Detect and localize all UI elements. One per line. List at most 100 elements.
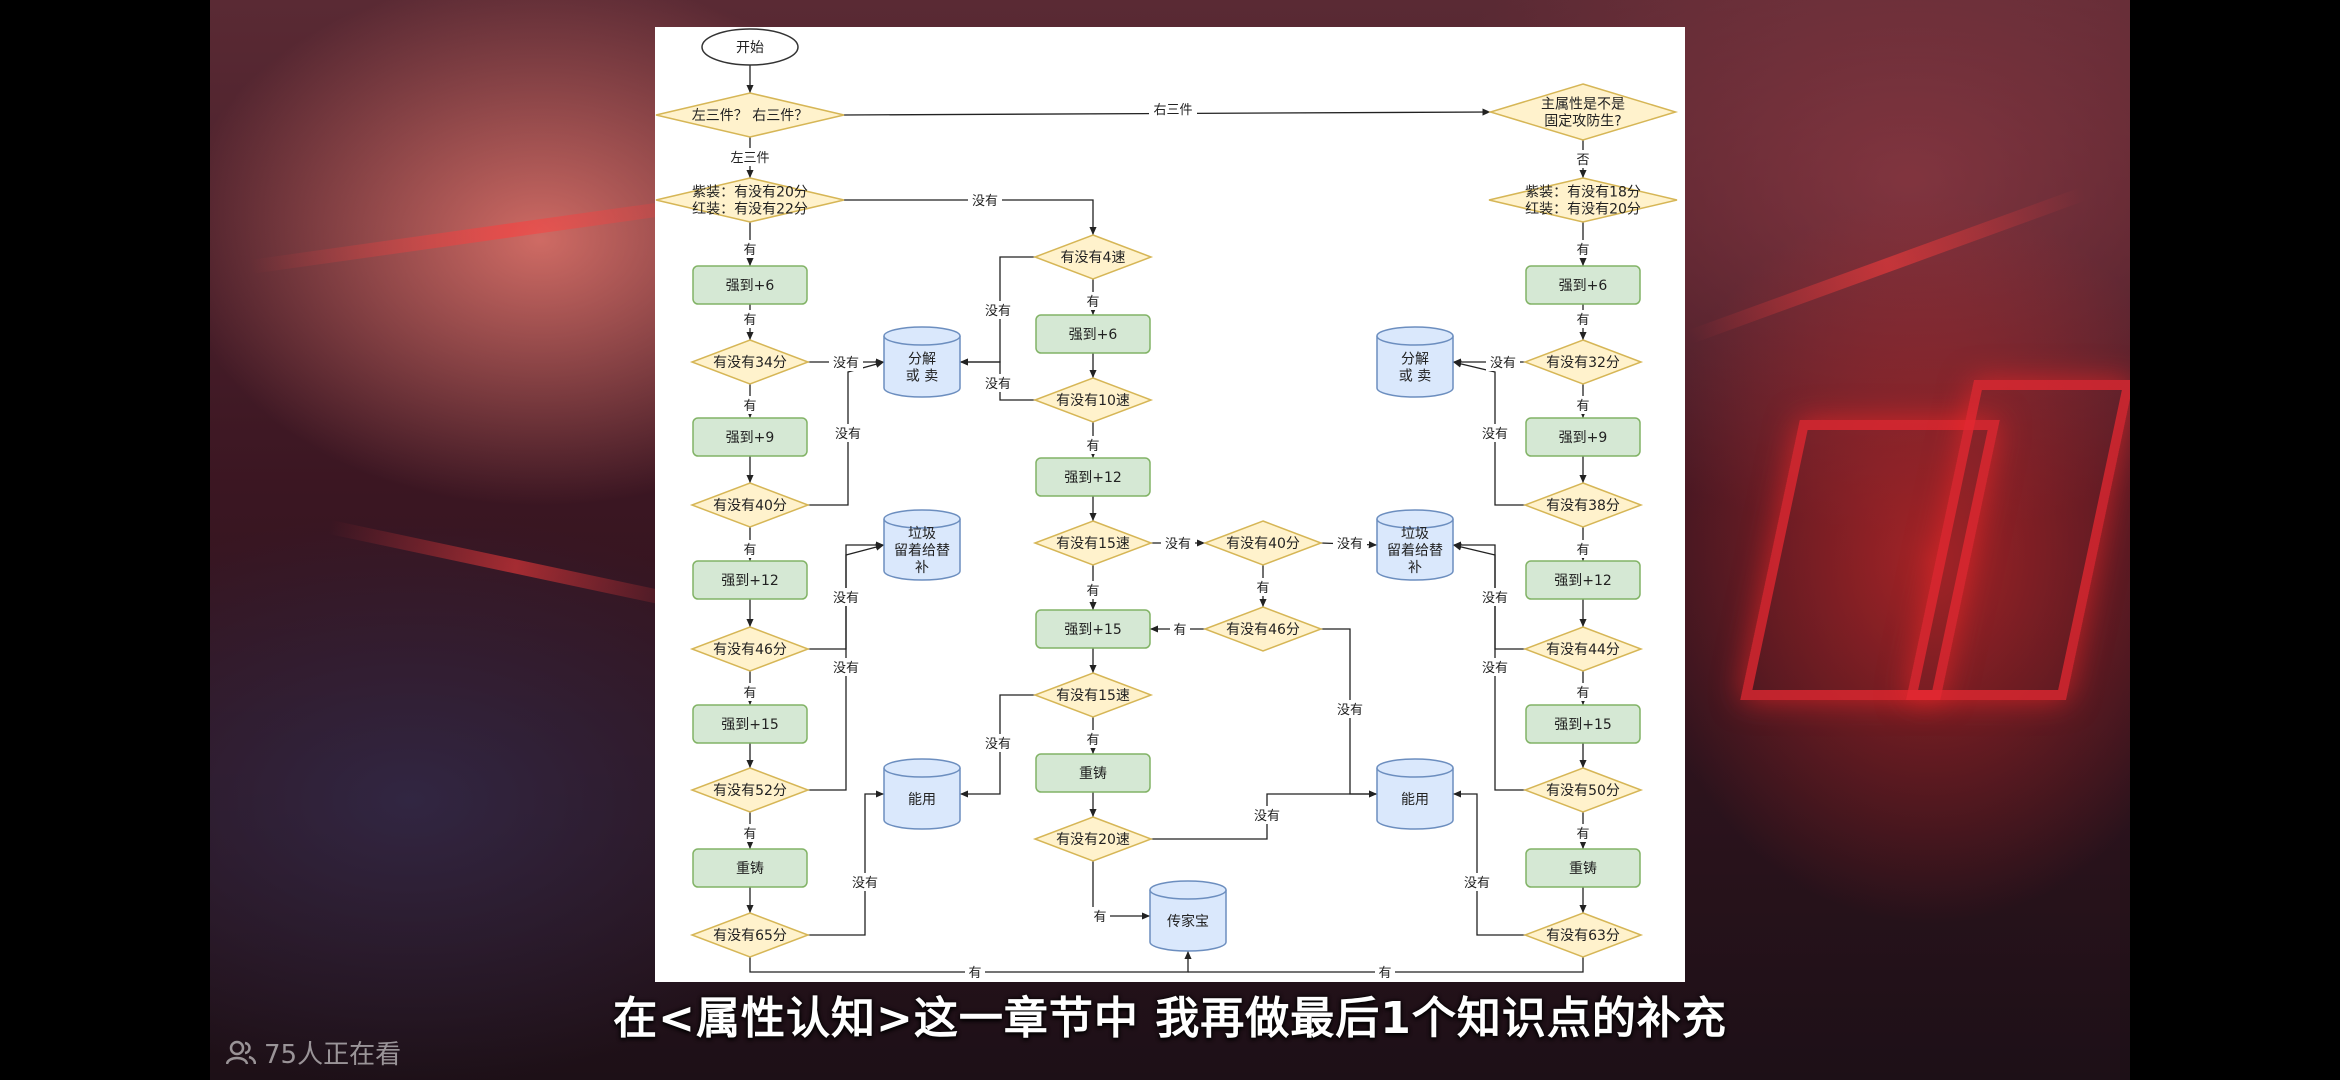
edge-label-bg bbox=[1573, 683, 1593, 701]
edge-label-bg bbox=[829, 658, 863, 676]
edge-label: 没有 bbox=[1165, 537, 1191, 552]
edge-label-bg bbox=[1478, 658, 1512, 676]
node-l-e6: 强到+6 bbox=[692, 265, 808, 305]
edge-label-bg bbox=[1573, 240, 1593, 258]
edge-label: 有 bbox=[1086, 439, 1099, 454]
node-r-e15: 强到+15 bbox=[1525, 704, 1641, 744]
node-l-use: 能用 bbox=[883, 758, 961, 830]
node-label: 传家宝 bbox=[1167, 913, 1209, 930]
edge-label: 有 bbox=[1576, 827, 1589, 842]
node-label: 开始 bbox=[736, 40, 764, 56]
node-r-s32: 有没有32分 bbox=[1522, 339, 1644, 385]
edge-label-bg bbox=[740, 310, 760, 328]
edge-label: 没有 bbox=[1464, 876, 1490, 891]
edge-label: 有 bbox=[743, 686, 756, 701]
node-label: 垃圾留着给替补 bbox=[1387, 526, 1443, 576]
edge-label: 有 bbox=[743, 313, 756, 328]
edge-label: 没有 bbox=[1482, 591, 1508, 606]
node-m-s40: 有没有40分 bbox=[1202, 520, 1324, 566]
viewers-icon bbox=[226, 1040, 256, 1066]
node-label: 有没有46分 bbox=[713, 642, 787, 658]
node-r-junk: 垃圾留着给替补 bbox=[1376, 509, 1454, 581]
edge-label-bg bbox=[740, 396, 760, 414]
node-m-e12: 强到+12 bbox=[1035, 457, 1151, 497]
node-l-sell: 分解或 卖 bbox=[883, 326, 961, 398]
edge-label: 没有 bbox=[852, 876, 878, 891]
node-label: 紫装：有没有18分红装：有没有20分 bbox=[1525, 185, 1641, 218]
video-subtitle: 在<属性认知>这一章节中 我再做最后1个知识点的补充 bbox=[613, 993, 1727, 1044]
edge-label-bg bbox=[1083, 730, 1103, 748]
edge-label: 有 bbox=[1576, 543, 1589, 558]
edge-label-bg bbox=[1250, 806, 1284, 824]
node-r-reforge: 重铸 bbox=[1525, 848, 1641, 888]
edge-label-bg bbox=[829, 353, 863, 371]
edge-label-bg bbox=[1161, 534, 1195, 552]
edge-label: 有 bbox=[1093, 910, 1106, 925]
edge-label-bg bbox=[1170, 620, 1190, 638]
node-m-spd20: 有没有20速 bbox=[1032, 816, 1154, 862]
edge-label: 没有 bbox=[1254, 809, 1280, 824]
edge-label-bg bbox=[1460, 873, 1494, 891]
node-label: 能用 bbox=[908, 792, 936, 808]
node-label: 有没有50分 bbox=[1546, 783, 1620, 799]
node-heirloom: 传家宝 bbox=[1149, 880, 1227, 952]
node-label: 有没有20速 bbox=[1056, 832, 1130, 848]
edge-label: 有 bbox=[1576, 399, 1589, 414]
node-r-s44: 有没有44分 bbox=[1522, 626, 1644, 672]
edge-label-bg bbox=[1375, 963, 1395, 981]
node-label: 有没有46分 bbox=[1226, 622, 1300, 638]
edge-label-bg bbox=[1083, 436, 1103, 454]
node-label: 重铸 bbox=[736, 861, 764, 877]
node-label: 紫装：有没有20分红装：有没有22分 bbox=[692, 185, 808, 218]
edge-label-bg bbox=[829, 588, 863, 606]
node-label: 分解或 卖 bbox=[906, 352, 938, 385]
node-l-e12: 强到+12 bbox=[692, 560, 808, 600]
edge-label-bg bbox=[1573, 310, 1593, 328]
node-l-s34: 有没有34分 bbox=[689, 339, 811, 385]
edge-label: 有 bbox=[1173, 623, 1186, 638]
node-l-s46: 有没有46分 bbox=[689, 626, 811, 672]
node-label: 强到+15 bbox=[721, 717, 779, 733]
node-l-s40: 有没有40分 bbox=[689, 482, 811, 528]
edge-label: 没有 bbox=[833, 356, 859, 371]
node-r-sell: 分解或 卖 bbox=[1376, 326, 1454, 398]
node-label: 有没有10速 bbox=[1056, 393, 1130, 409]
node-label: 有没有40分 bbox=[1226, 536, 1300, 552]
edge-label-bg bbox=[831, 424, 865, 442]
edge-label-bg bbox=[740, 540, 760, 558]
viewer-count: 75人正在看 bbox=[226, 1034, 401, 1071]
edge bbox=[1453, 790, 1525, 936]
node-m-spd15b: 有没有15速 bbox=[1032, 672, 1154, 718]
edge-label: 没有 bbox=[985, 304, 1011, 319]
edge bbox=[1188, 957, 1584, 973]
edge-label: 没有 bbox=[833, 661, 859, 676]
edge-label-bg bbox=[981, 301, 1015, 319]
edge-label: 没有 bbox=[835, 427, 861, 442]
node-label: 有没有15速 bbox=[1056, 536, 1130, 552]
node-l-e15: 强到+15 bbox=[692, 704, 808, 744]
node-label: 有没有38分 bbox=[1546, 498, 1620, 514]
node-label: 左三件？ 右三件？ bbox=[692, 108, 808, 124]
node-r-e9: 强到+9 bbox=[1525, 417, 1641, 457]
node-label: 强到+15 bbox=[1064, 622, 1122, 638]
node-label: 有没有40分 bbox=[713, 498, 787, 514]
node-label: 强到+6 bbox=[1069, 327, 1118, 343]
edge-label-bg bbox=[1486, 353, 1520, 371]
edge-label: 没有 bbox=[1337, 703, 1363, 718]
edge bbox=[844, 199, 1097, 235]
edge-label: 没有 bbox=[985, 377, 1011, 392]
edge-label: 没有 bbox=[1482, 661, 1508, 676]
edge-label-bg bbox=[740, 240, 760, 258]
edge-label-bg bbox=[1083, 581, 1103, 599]
node-label: 强到+12 bbox=[1554, 573, 1612, 589]
node-l-e9: 强到+9 bbox=[692, 417, 808, 457]
node-start: 开始 bbox=[701, 28, 799, 66]
edge bbox=[808, 790, 884, 936]
node-label: 有没有52分 bbox=[713, 783, 787, 799]
node-label: 垃圾留着给替补 bbox=[894, 526, 950, 576]
node-l-s65: 有没有65分 bbox=[689, 912, 811, 958]
node-label: 能用 bbox=[1401, 792, 1429, 808]
edge-label: 没有 bbox=[1482, 427, 1508, 442]
